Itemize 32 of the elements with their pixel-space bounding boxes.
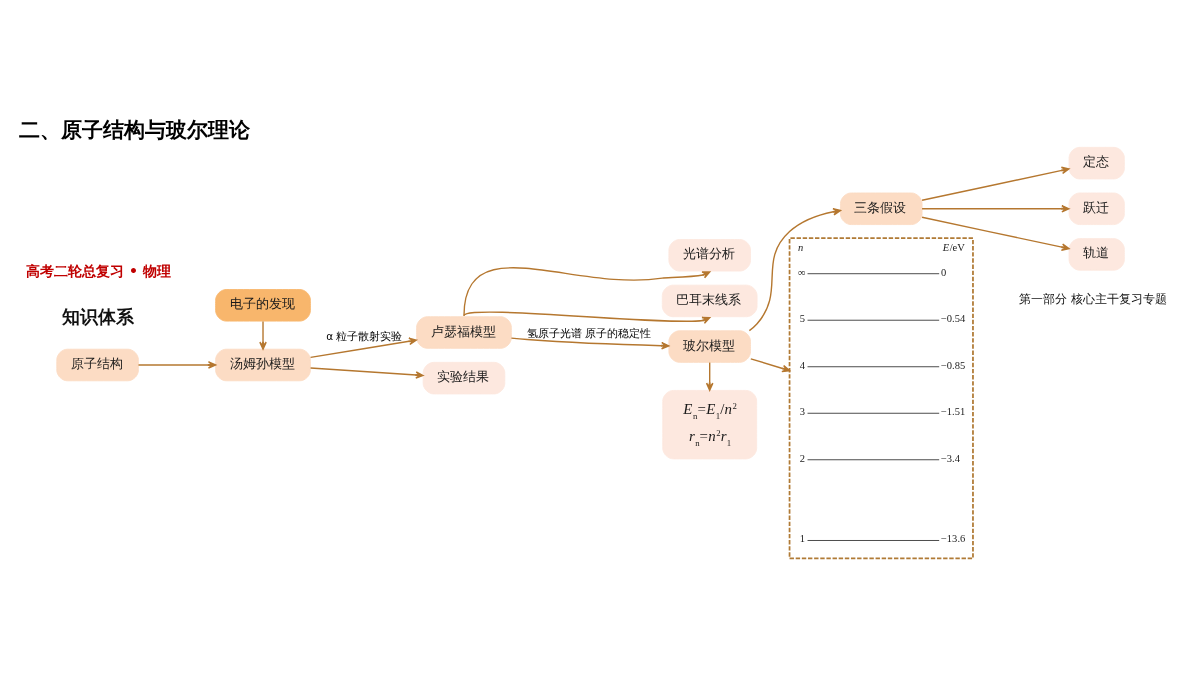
node-box: 定态 [1068,146,1125,179]
node-box: E$_{n}$=E$_{1}$/n$^{2}$ r$_{n}$=n$^{2}$r$_{1}$ [662,389,758,459]
node-box: n E/eV ∞ 0 5 −0.54 4 −0.85 3 −1.51 2 −3.4 1 −13.6 [788,236,974,559]
arrow [921,216,1070,251]
node-box: 三条假设 [840,192,923,225]
label: 知识体系 [61,306,134,327]
node-box: 卢瑟福模型 [416,315,512,349]
node-box: 跃迁 [1068,192,1125,225]
node-box: 轨道 [1068,237,1125,271]
edge-label: 氢原子光谱 原子的稳定性 [527,326,652,339]
arrow [921,166,1070,201]
node-box: 电子的发现 [215,288,311,322]
node-box: 原子结构 [56,348,139,381]
arrow [510,336,670,350]
node-box: 光谱分析 [668,238,751,272]
arrow [748,207,842,331]
node-box: 汤姆孙模型 [215,348,311,381]
diagram-title: 二、原子结构与玻尔理论 [19,116,251,142]
label: 高考二轮总复习 • 物理 [26,262,171,279]
arrow [705,361,714,391]
arrow [259,320,267,350]
node-box: 实验结果 [422,361,506,394]
node-box: 玻尔模型 [668,329,751,363]
arrow [309,366,424,379]
arrow [750,357,791,372]
label: 第一部分 核心主干复习专题 [1019,291,1168,306]
arrow [137,360,217,369]
arrow [309,336,418,358]
arrow [463,266,711,317]
node-box: 巴耳末线系 [661,284,758,317]
arrow [921,204,1070,213]
edge-label: α 粒子散射实验 [326,329,403,342]
